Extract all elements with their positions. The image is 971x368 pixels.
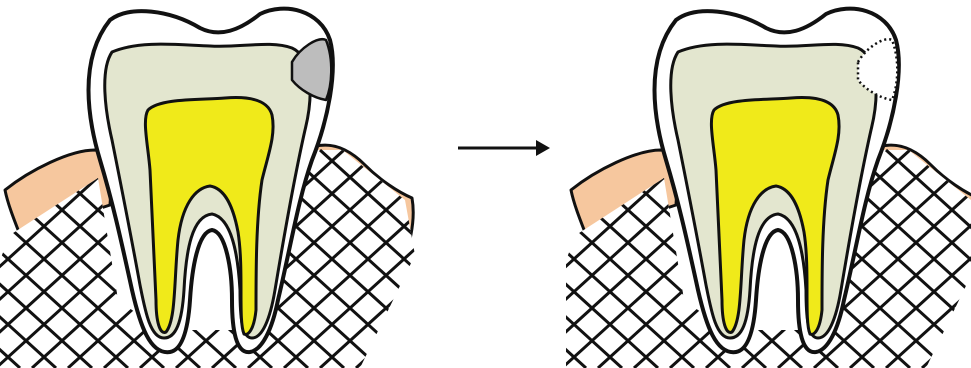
arrow-head xyxy=(536,140,550,156)
arrow xyxy=(458,140,550,156)
